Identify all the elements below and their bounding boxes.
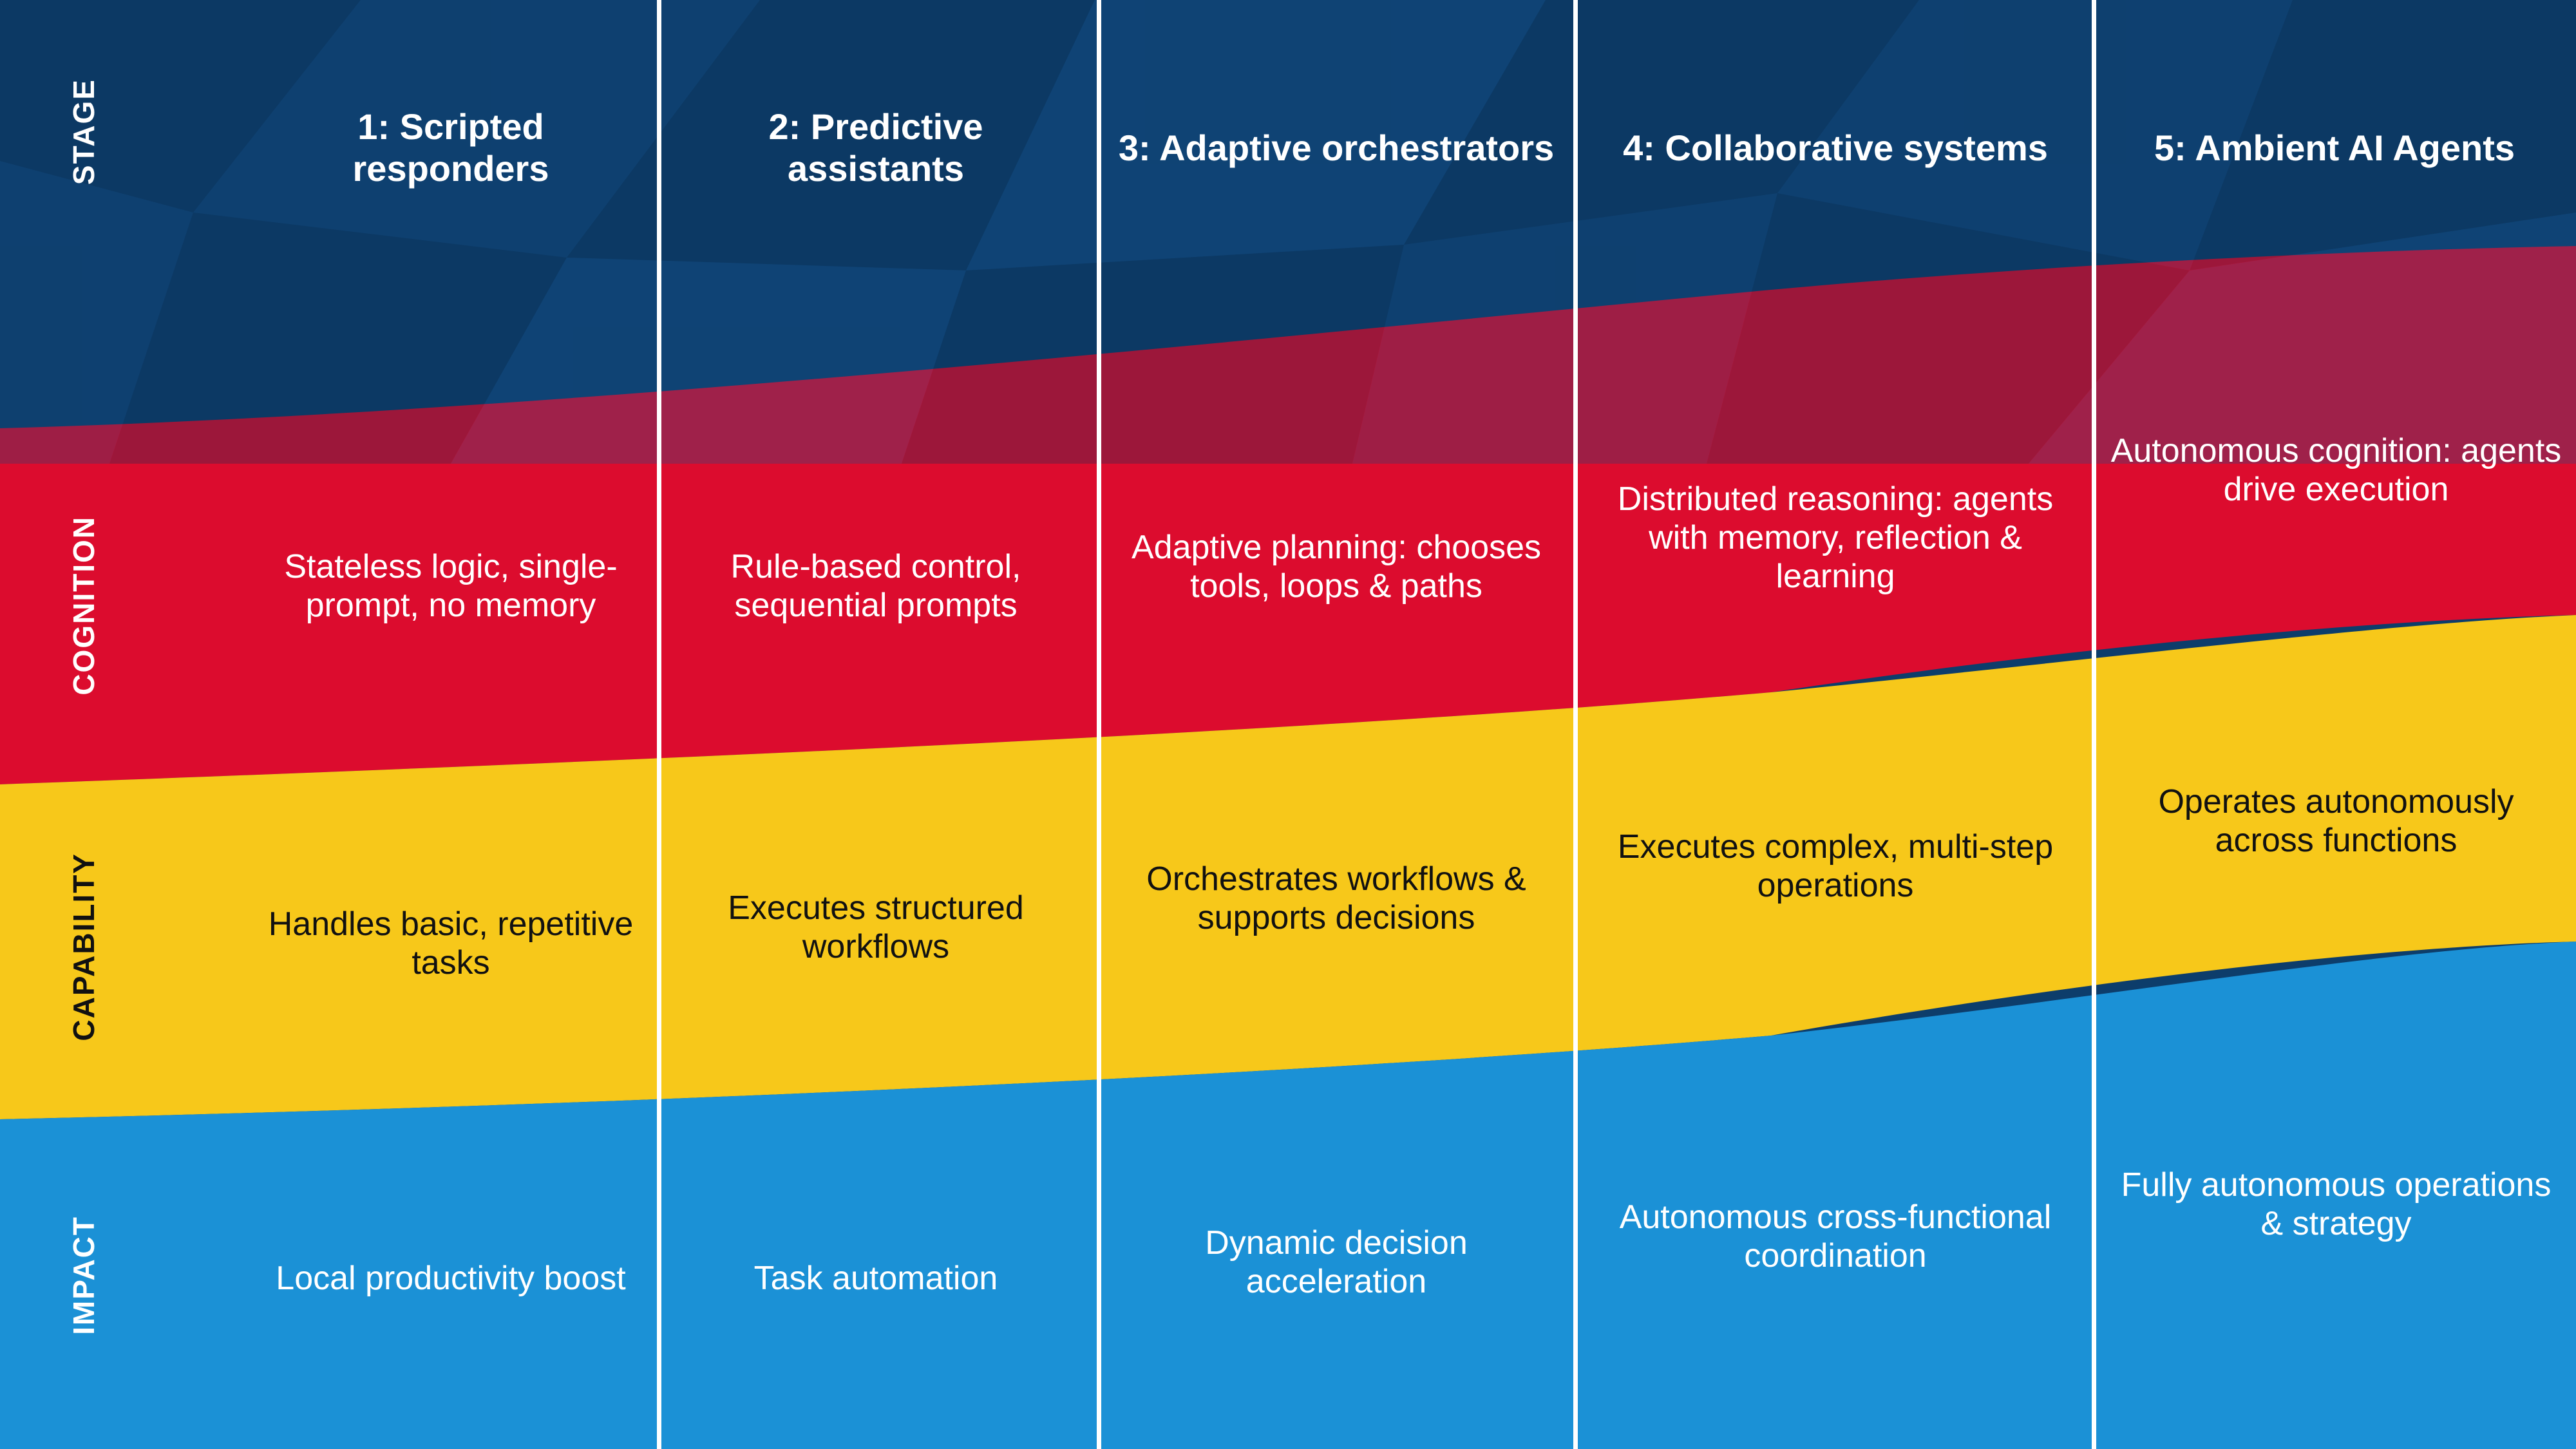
capability-yellow-band: [0, 615, 2576, 1119]
column-separator-3-4: [1573, 0, 1578, 1449]
impact-blue-band: [0, 942, 2576, 1449]
column-separator-2-3: [1097, 0, 1101, 1449]
cognition-red-band: [0, 246, 2576, 784]
polygon-texture-icon: [0, 0, 2576, 464]
column-separator-4-5: [2092, 0, 2096, 1449]
column-separator-1-2: [657, 0, 661, 1449]
